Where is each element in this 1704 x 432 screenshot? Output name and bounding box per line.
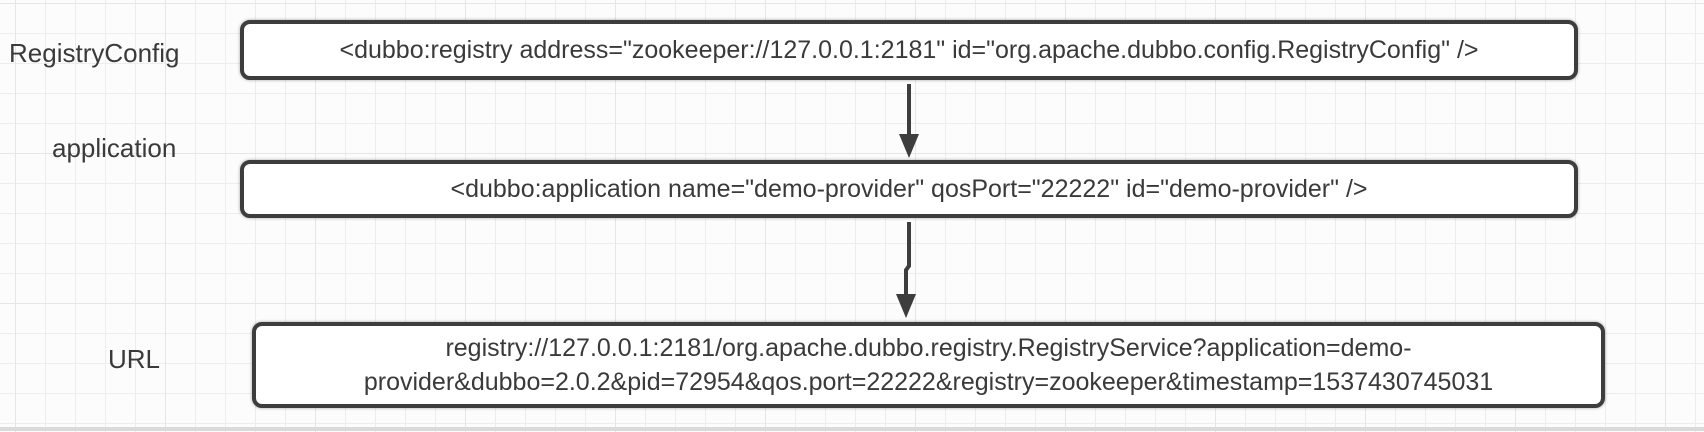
node-registry-config: <dubbo:registry address="zookeeper://127… xyxy=(240,20,1578,80)
node-url: registry://127.0.0.1:2181/org.apache.dub… xyxy=(252,322,1605,408)
label-application: application xyxy=(52,133,177,163)
node-application: <dubbo:application name="demo-provider" … xyxy=(240,160,1578,218)
arrow-application-to-url xyxy=(896,222,916,318)
node-url-text-line-1: registry://127.0.0.1:2181/org.apache.dub… xyxy=(445,334,1412,362)
node-application-text: <dubbo:application name="demo-provider" … xyxy=(450,174,1368,203)
label-registry-config: RegistryConfig xyxy=(9,38,180,68)
node-url-text-line-2: provider&dubbo=2.0.2&pid=72954&qos.port=… xyxy=(363,368,1494,396)
arrowhead-down-icon xyxy=(899,134,919,158)
arrow-registry-to-application xyxy=(899,84,919,158)
label-url: URL xyxy=(108,344,161,374)
arrowhead-down-icon xyxy=(896,294,916,318)
bottom-gridline xyxy=(0,427,1704,431)
node-registry-config-text: <dubbo:registry address="zookeeper://127… xyxy=(339,35,1479,64)
